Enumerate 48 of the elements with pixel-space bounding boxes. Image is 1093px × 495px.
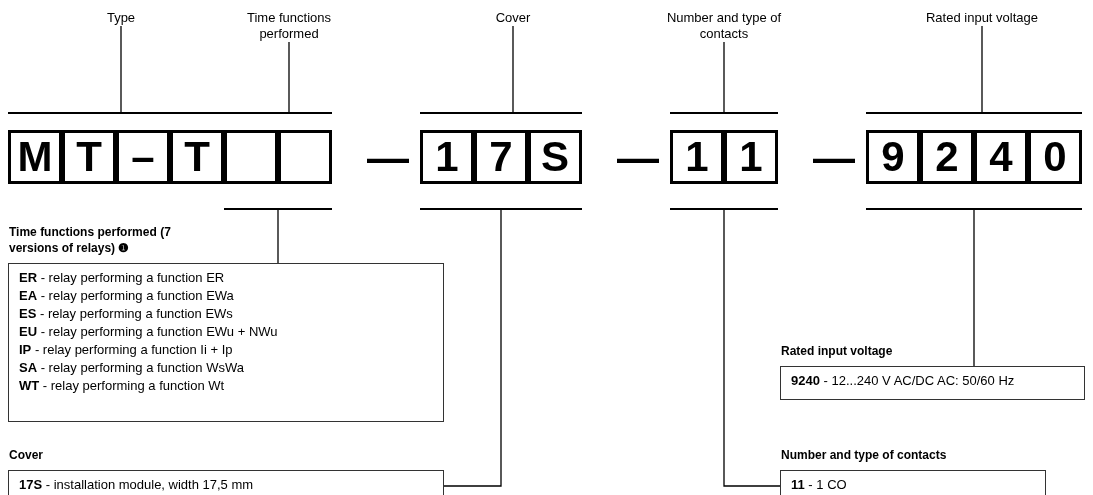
code-group-bracket [670, 112, 778, 210]
code-cell: 1 [420, 130, 474, 184]
description-text: IP - relay performing a function Ii + Ip [19, 341, 234, 359]
column-heading: Cover [451, 10, 575, 26]
column-heading: Type [71, 10, 171, 26]
code-cell: T [170, 130, 224, 184]
description-text: WT - relay performing a function Wt [19, 377, 226, 395]
code-cell: – [116, 130, 170, 184]
code-cell: 1 [724, 130, 778, 184]
description-text: 11 - 1 CO [791, 476, 848, 494]
code-cell: 0 [1028, 130, 1082, 184]
leader-line [277, 209, 279, 264]
description-text: 9240 - 12...240 V AC/DC AC: 50/60 Hz [791, 372, 1016, 390]
code-cell: 7 [474, 130, 528, 184]
code-cell: 2 [920, 130, 974, 184]
code-group-bracket [224, 112, 332, 210]
column-heading: Number and type of contacts [664, 10, 784, 42]
code-group-bracket [420, 112, 582, 210]
separator-dash: — [367, 134, 409, 182]
code-cell: 9 [866, 130, 920, 184]
column-heading: Time functions performed [229, 10, 349, 42]
code-cell: 4 [974, 130, 1028, 184]
description-text: SA - relay performing a function WsWa [19, 359, 245, 377]
description-text: EU - relay performing a function EWu + NWu [19, 323, 279, 341]
leader-line [120, 25, 122, 113]
description-text: ES - relay performing a function EWs [19, 305, 234, 323]
description-text: EA - relay performing a function EWa [19, 287, 235, 305]
panel-heading: Cover [9, 447, 43, 463]
separator-dash: — [813, 134, 855, 182]
leader-line [973, 209, 975, 367]
leader-line [288, 41, 290, 113]
panel-heading: Rated input voltage [781, 343, 893, 359]
code-cell: S [528, 130, 582, 184]
code-group-bracket [866, 112, 1082, 210]
column-heading: Rated input voltage [904, 10, 1060, 26]
code-cell: M [8, 130, 62, 184]
leader-line [723, 209, 781, 487]
code-cell: T [62, 130, 116, 184]
leader-line [723, 41, 725, 113]
code-cell: 1 [670, 130, 724, 184]
leader-line [443, 209, 502, 487]
description-text: 17S - installation module, width 17,5 mm [19, 476, 255, 494]
separator-dash: — [617, 134, 659, 182]
description-text: ER - relay performing a function ER [19, 269, 226, 287]
leader-line [981, 25, 983, 113]
panel-heading: Number and type of contacts [781, 447, 947, 463]
leader-line [512, 25, 514, 113]
panel-heading: Time functions performed (7 versions of relays) ❶ [9, 224, 172, 256]
